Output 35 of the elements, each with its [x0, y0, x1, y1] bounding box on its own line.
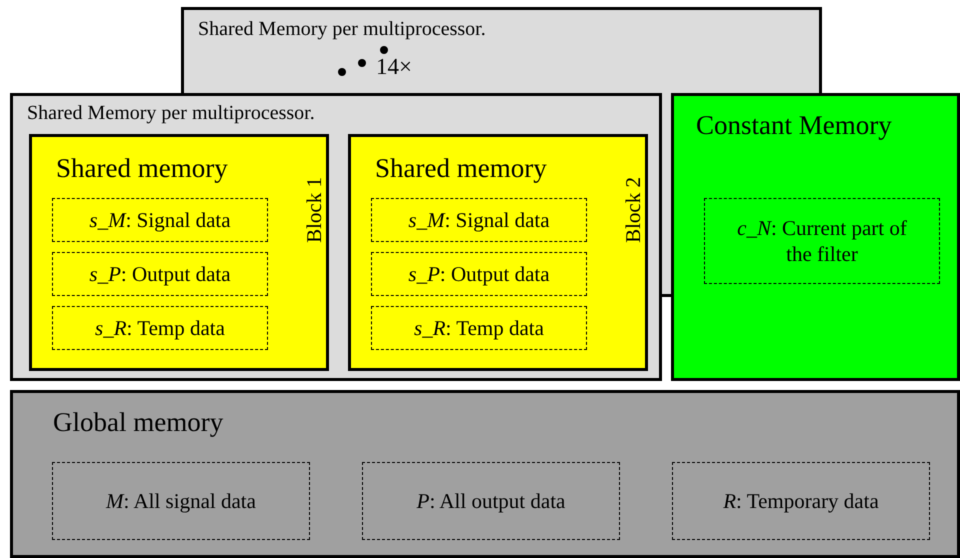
data-label: s_R: Temp data — [94, 314, 226, 342]
memory-panel — [181, 7, 822, 93]
data-box — [52, 306, 268, 350]
heading: Shared memory — [375, 153, 547, 184]
memory-panel — [10, 390, 960, 558]
data-box — [704, 198, 940, 284]
data-label: M: All signal data — [104, 488, 257, 514]
data-label: R: Temporary data — [722, 488, 880, 514]
data-box — [672, 462, 930, 540]
data-box — [371, 306, 587, 350]
heading: Constant Memory — [696, 110, 892, 141]
block-label: Block 2 — [621, 177, 646, 243]
block-panel — [29, 134, 329, 371]
heading: Shared Memory per multiprocessor. — [27, 102, 315, 125]
data-box — [52, 252, 268, 296]
heading: Global memory — [53, 407, 224, 438]
multiplier-label: 14× — [376, 54, 412, 80]
data-label: s_M: Signal data — [88, 206, 232, 234]
heading: Shared Memory per multiprocessor. — [198, 18, 486, 41]
data-box — [371, 252, 587, 296]
block-label: Block 1 — [302, 177, 327, 243]
block-panel — [348, 134, 648, 371]
data-label: s_P: Output data — [88, 260, 232, 288]
heading: Shared memory — [56, 153, 228, 184]
data-box — [52, 462, 310, 540]
data-box — [52, 198, 268, 242]
data-label: s_M: Signal data — [407, 206, 551, 234]
memory-panel — [671, 93, 960, 381]
data-label: s_P: Output data — [407, 260, 551, 288]
data-label: P: All output data — [416, 488, 566, 514]
memory-panel — [10, 93, 662, 381]
data-box — [371, 198, 587, 242]
data-label: c_N: Current part of the filter — [736, 214, 908, 268]
data-box — [362, 462, 620, 540]
data-label: s_R: Temp data — [413, 314, 545, 342]
